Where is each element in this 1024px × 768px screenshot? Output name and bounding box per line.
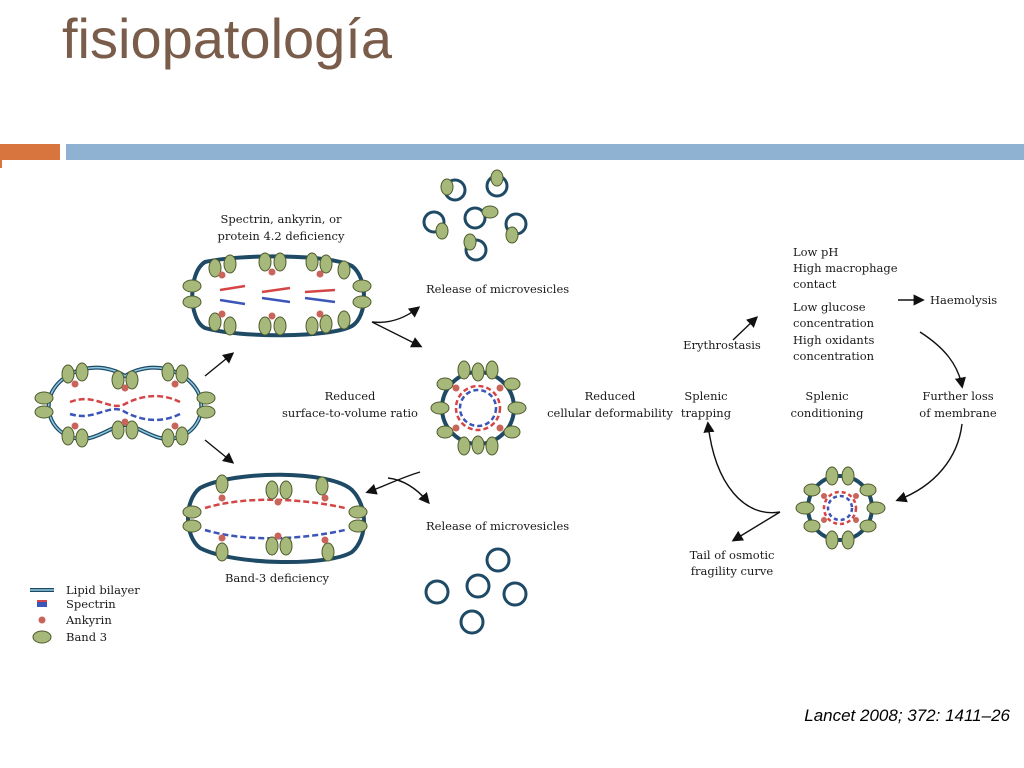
cell-spectrin-deficient [182,252,372,338]
legend-spectrin-label: Spectrin [66,597,116,611]
accent-bar-orange [0,144,60,160]
label-release-top: Release of microvesicles [426,282,569,296]
label-spectrin-def-2: protein 4.2 deficiency [218,229,346,243]
microvesicles-top [422,169,528,262]
label-release-bottom: Release of microvesicles [426,519,569,533]
label-spectrin-def-1: Spectrin, ankyrin, or [220,212,342,226]
label-low-glu-1: Low glucose [793,300,866,314]
label-further-1: Further loss [922,389,993,403]
label-tail-1: Tail of osmotic [690,548,775,562]
label-high-ox-2: concentration [793,349,875,363]
legend-spectrin-swatch [37,602,47,607]
label-band3-def: Band-3 deficiency [225,571,330,585]
label-reduced-stv-2: surface-to-volume ratio [282,406,418,420]
label-erythrostasis: Erythrostasis [683,338,761,352]
label-reduced-def-1: Reduced [585,389,636,403]
label-splenic-cond-1: Splenic [805,389,848,403]
legend-band3-swatch [32,630,52,644]
label-high-mac-1: High macrophage [793,261,898,275]
label-high-ox-1: High oxidants [793,333,874,347]
citation: Lancet 2008; 372: 1411–26 [804,706,1010,725]
label-splenic-trap-1: Splenic [684,389,727,403]
label-reduced-stv-1: Reduced [325,389,376,403]
label-tail-2: fragility curve [691,564,774,578]
label-haemolysis: Haemolysis [930,293,997,307]
accent-bar-blue [66,144,1024,160]
legend-ankyrin-label: Ankyrin [65,613,112,627]
label-low-glu-2: concentration [793,316,875,330]
legend-ankyrin-swatch [38,616,46,624]
label-reduced-def-2: cellular deformability [547,406,673,420]
label-high-mac-2: contact [793,277,837,291]
legend-band3-label: Band 3 [66,630,107,644]
accent-bar-tick [0,160,2,168]
label-splenic-trap-2: trapping [681,406,732,420]
label-low-ph: Low pH [793,245,838,259]
label-splenic-cond-2: conditioning [791,406,865,420]
legend: Lipid bilayer Spectrin Ankyrin Band 3 [30,583,140,644]
label-further-2: of membrane [919,406,997,420]
cell-spherocyte [430,360,527,456]
cell-band3-deficient [182,472,368,565]
legend-lipid-label: Lipid bilayer [66,583,140,597]
cell-conditioned [795,466,886,550]
flow-arrows [204,294,966,542]
microvesicles-bottom [424,547,528,635]
page-title: fisiopatología [62,7,393,70]
cell-normal [34,362,216,448]
